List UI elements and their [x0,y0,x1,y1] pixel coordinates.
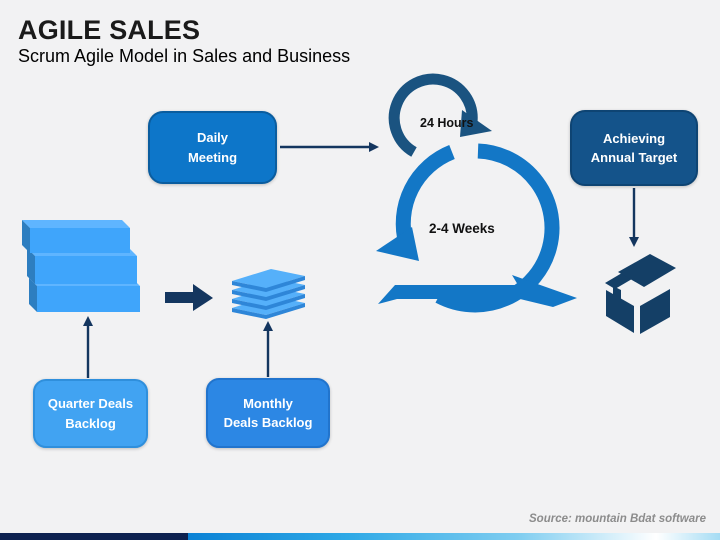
node-label-line: Annual Target [590,150,678,165]
node-label-line: Achieving [602,130,666,146]
node-label-line: Quarter Deals [47,396,134,411]
label-24-hours: 24 Hours [420,116,474,130]
daily-cycle-arrow [388,73,492,157]
node-label-line: Meeting [187,149,238,165]
package-box-icon [605,254,676,334]
slide-subtitle: Scrum Agile Model in Sales and Business [18,46,351,66]
slide-title: AGILE SALES [18,15,201,45]
transform-arrow [165,284,213,311]
node-monthly-deals-backlog: Monthly Deals Backlog [206,378,330,448]
connector-target-to-box [629,188,639,247]
paper-stack-icon [232,269,305,319]
connector-daily-to-loop [280,142,379,152]
sprint-tail-arrow [378,275,577,307]
connector-quarter-to-blocks [83,316,93,378]
node-label-line: Backlog [65,415,116,431]
node-quarter-deals-backlog: Quarter Deals Backlog [33,379,148,448]
node-daily-meeting: Daily Meeting [148,111,277,184]
bottom-accent-bar [0,533,720,540]
connector-monthly-to-sheets [263,321,273,377]
source-credit: Source: mountain Bdat software [529,513,706,525]
sprint-loop-arrow [376,143,577,313]
node-label-line: Monthly [243,395,293,411]
bottom-bar-navy-segment [0,533,188,540]
stacked-blocks-icon [22,220,140,312]
node-label-line: Deals Backlog [223,415,313,430]
scrum-loop [376,73,577,313]
bottom-bar-gradient-segment [188,533,720,540]
node-label-line: Daily [196,130,229,145]
label-2-4-weeks: 2-4 Weeks [429,221,495,236]
node-achieving-annual-target: Achieving Annual Target [570,110,698,186]
